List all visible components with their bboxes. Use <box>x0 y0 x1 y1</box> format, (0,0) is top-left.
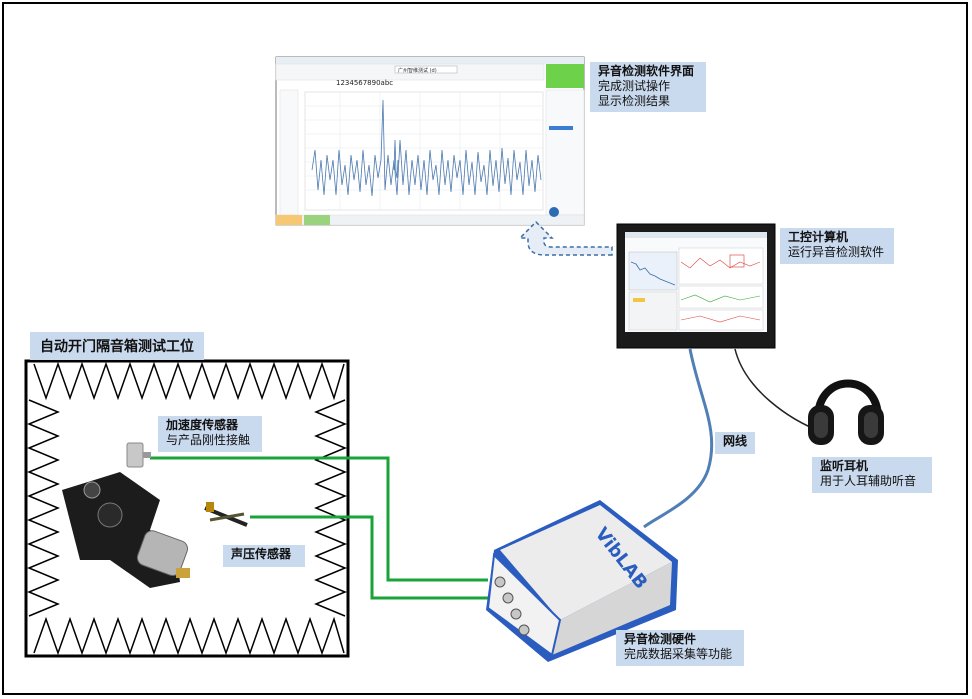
computer-title: 工控计算机 <box>788 230 849 244</box>
accel-line1: 与产品刚性接触 <box>166 433 251 447</box>
headphones <box>808 379 884 445</box>
company-field: 广州智维测试 (d) <box>398 67 437 74</box>
network-cable <box>643 348 714 529</box>
accel-title: 加速度传感器 <box>166 418 239 432</box>
microphone <box>204 502 248 527</box>
network-label: 网线 <box>715 432 755 454</box>
mic-title: 声压传感器 <box>231 547 292 561</box>
accel-label: 加速度传感器 与产品刚性接触 <box>158 416 262 452</box>
waveform <box>311 99 542 197</box>
software-ui-line2: 显示检测结果 <box>598 94 671 108</box>
software-screenshot: 广州智维测试 (d) 1234567890abc <box>275 56 585 226</box>
hardware-title: 异音检测硬件 <box>624 632 697 646</box>
code-field: 1234567890abc <box>336 79 393 87</box>
network-title: 网线 <box>723 434 748 448</box>
software-ui-label: 异音检测软件界面 完成测试操作 显示检测结果 <box>590 62 706 112</box>
accelerometer <box>126 442 151 468</box>
motor-product <box>62 472 190 588</box>
mic-label: 声压传感器 <box>223 545 305 567</box>
viblab-hardware: VibLAB <box>486 500 678 662</box>
software-ui-title: 异音检测软件界面 <box>598 64 695 78</box>
industrial-computer <box>616 223 776 349</box>
computer-label: 工控计算机 运行异音检测软件 <box>780 228 894 264</box>
station-title: 自动开门隔音箱测试工位 <box>30 332 204 360</box>
mic-cable <box>250 515 494 600</box>
headphones-title: 监听耳机 <box>820 459 869 473</box>
hardware-line1: 完成数据采集等功能 <box>624 647 733 661</box>
computer-line1: 运行异音检测软件 <box>788 245 885 259</box>
hardware-label: 异音检测硬件 完成数据采集等功能 <box>616 630 744 666</box>
accel-cable <box>150 456 488 582</box>
headphones-line1: 用于人耳辅助听音 <box>820 474 917 488</box>
headphones-label: 监听耳机 用于人耳辅助听音 <box>812 457 932 493</box>
software-ui-line1: 完成测试操作 <box>598 79 671 93</box>
pass-indicator <box>546 64 584 88</box>
